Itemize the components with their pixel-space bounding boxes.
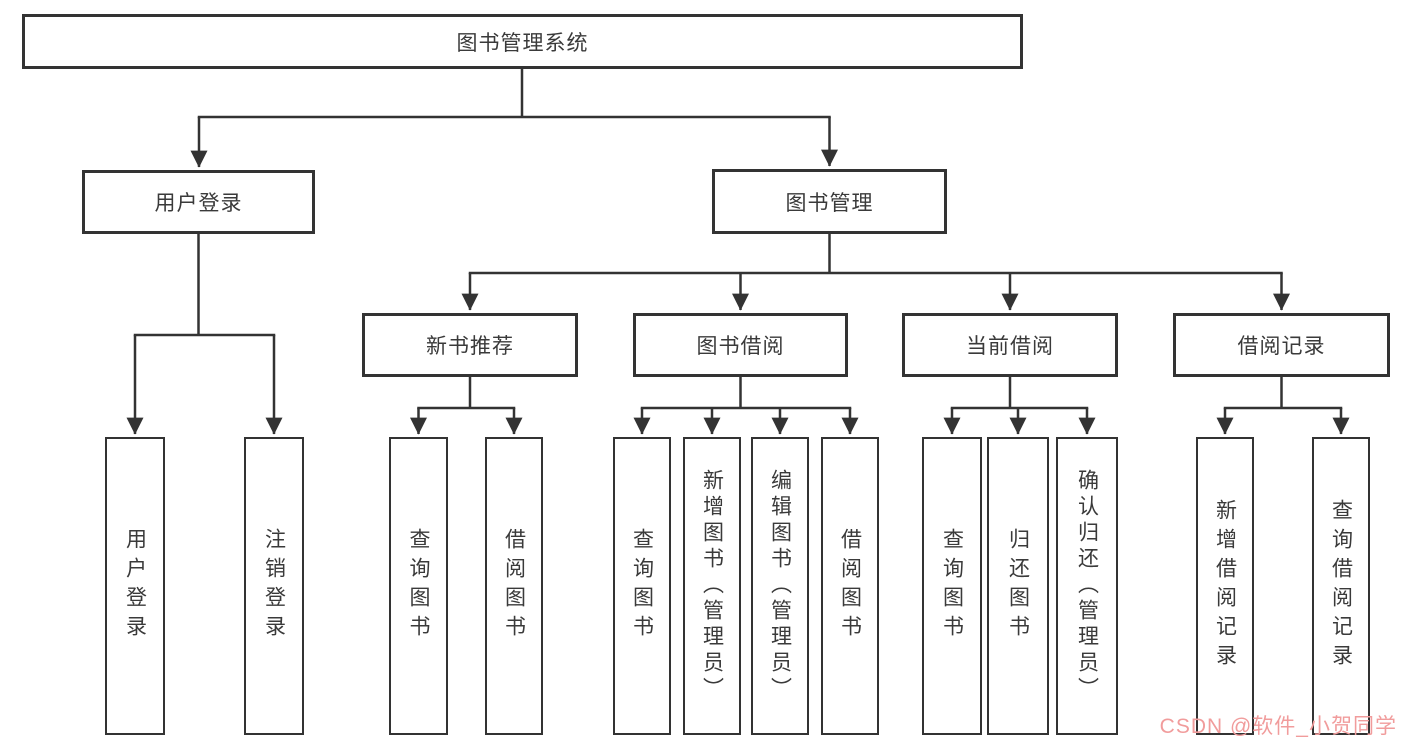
node-system-root: 图书管理系统 [22,14,1023,69]
leaf-add-books-admin-label: 新增图书（管理员） [700,469,724,703]
node-current-borrowing: 当前借阅 [902,313,1118,377]
leaf-add-borrow-record: 新增借阅记录 [1196,437,1254,735]
leaf-query-books-borrowing: 查询图书 [613,437,671,735]
node-book-management: 图书管理 [712,169,947,234]
leaf-borrow-books-recommend: 借阅图书 [485,437,543,735]
leaf-user-login-label: 用户登录 [123,528,147,644]
leaf-edit-books-admin: 编辑图书（管理员） [751,437,809,735]
node-new-book-recommend-label: 新书推荐 [426,335,514,358]
leaf-query-borrow-record: 查询借阅记录 [1312,437,1370,735]
leaf-user-login: 用户登录 [105,437,165,735]
node-new-book-recommend: 新书推荐 [362,313,578,377]
node-book-management-label: 图书管理 [785,191,874,215]
csdn-watermark: CSDN @软件_小贺同学 [1159,715,1397,738]
leaf-query-books-borrowing-label: 查询图书 [630,528,654,644]
node-book-borrowing-label: 图书借阅 [696,335,785,358]
leaf-borrow-books-label: 借阅图书 [838,528,862,644]
node-user-login-branch: 用户登录 [82,170,315,234]
leaf-borrow-books: 借阅图书 [821,437,879,735]
leaf-borrow-books-recommend-label: 借阅图书 [502,528,526,644]
leaf-edit-books-admin-label: 编辑图书（管理员） [768,469,792,703]
leaf-logout-label: 注销登录 [262,528,286,644]
leaf-query-books-current: 查询图书 [922,437,982,735]
leaf-query-books-recommend-label: 查询图书 [407,528,430,644]
leaf-add-books-admin: 新增图书（管理员） [683,437,741,735]
leaf-return-books: 归还图书 [987,437,1049,735]
node-borrow-records-label: 借阅记录 [1237,335,1326,358]
leaf-add-borrow-record-label: 新增借阅记录 [1213,499,1237,673]
leaf-logout: 注销登录 [244,437,304,735]
node-system-root-label: 图书管理系统 [456,31,589,55]
leaf-query-books-recommend: 查询图书 [389,437,448,735]
leaf-confirm-return-admin-label: 确认归还（管理员） [1075,469,1099,703]
leaf-return-books-label: 归还图书 [1006,528,1030,644]
leaf-query-borrow-record-label: 查询借阅记录 [1329,499,1353,673]
leaf-query-books-current-label: 查询图书 [940,528,964,644]
node-user-login-branch-label: 用户登录 [154,192,243,215]
node-current-borrowing-label: 当前借阅 [966,335,1054,358]
node-book-borrowing: 图书借阅 [633,313,848,377]
node-borrow-records: 借阅记录 [1173,313,1390,377]
leaf-confirm-return-admin: 确认归还（管理员） [1056,437,1118,735]
